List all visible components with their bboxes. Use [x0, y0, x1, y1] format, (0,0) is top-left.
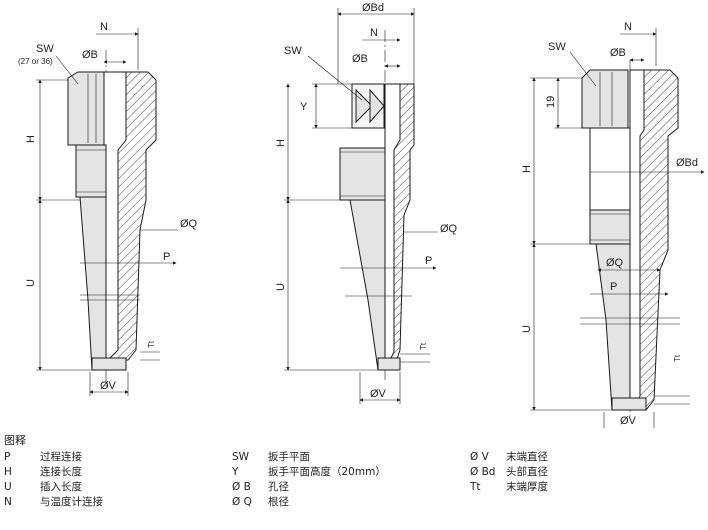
tip-thick-label-2: Tt	[419, 342, 428, 350]
tip-dia-label-3: ØV	[620, 415, 637, 427]
head-dia-label-3: ØBd	[676, 157, 698, 169]
bore-label-2: ØB	[352, 53, 368, 65]
figure-1-thermowell: H U SW (27 or 36) ØB N ØQ P Tt ØV	[18, 21, 198, 396]
legend-item: Tt 末端厚度	[470, 480, 548, 495]
legend-text: 末端直径	[506, 451, 548, 463]
legend-symbol: Ø V	[470, 451, 489, 463]
root-dia-label: ØQ	[180, 218, 198, 230]
legend-item: N 与温度计连接	[4, 495, 103, 510]
flat-height-label: Y	[300, 101, 308, 113]
tip-dia-label: ØV	[100, 380, 117, 392]
legend-symbol: N	[4, 496, 12, 508]
legend-item: Ø Bd 头部直径	[470, 465, 548, 480]
legend-symbol: Ø Bd	[470, 466, 496, 478]
dim-h-label: H	[25, 135, 37, 143]
process-conn-label-3: P	[610, 281, 617, 293]
flat-height-19-label: 19	[545, 96, 557, 108]
legend-symbol: SW	[232, 451, 250, 463]
legend-title: 图释	[4, 434, 26, 447]
legend-column-2: SW 扳手平面 Y 扳手平面高度（20mm） Ø B 孔径 Ø Q 根径	[232, 450, 386, 510]
legend-item: Ø B 孔径	[232, 480, 386, 495]
dim-h-label-2: H	[275, 139, 287, 147]
dim-u-label-2: U	[275, 283, 287, 291]
legend-item: H 连接长度	[4, 465, 103, 480]
n-label-3: N	[624, 21, 632, 33]
process-conn-label: P	[163, 251, 170, 263]
bore-label: ØB	[82, 49, 98, 61]
legend-symbol: Ø Q	[232, 496, 252, 508]
thread-2	[339, 147, 386, 201]
legend-item: Ø V 末端直径	[470, 450, 548, 465]
legend-column-1: P 过程连接 H 连接长度 U 插入长度 N 与温度计连接	[4, 450, 103, 510]
legend-text: 过程连接	[40, 451, 82, 463]
legend-text: 扳手平面高度（20mm）	[268, 466, 386, 478]
tip-2	[377, 357, 401, 371]
hex-head	[67, 71, 105, 146]
process-conn-label-2: P	[425, 255, 432, 267]
sw-label-2: SW	[284, 45, 302, 57]
stem	[79, 196, 107, 371]
legend-item: SW 扳手平面	[232, 450, 386, 465]
root-dia-label-2: ØQ	[440, 223, 458, 235]
legend-text: 与温度计连接	[40, 496, 103, 508]
tip-3	[611, 397, 647, 411]
thermowell-drawing: H U SW (27 or 36) ØB N ØQ P Tt ØV	[18, 2, 705, 428]
thread-3	[589, 209, 631, 245]
figure-3-thermowell: SW ØB N 19 H U ØBd ØQ P Tt	[521, 21, 705, 428]
legend-item: U 插入长度	[4, 480, 103, 495]
stem-2	[349, 199, 386, 371]
legend-symbol: Y	[232, 466, 239, 478]
legend-column-3: Ø V 末端直径 Ø Bd 头部直径 Tt 末端厚度	[470, 450, 548, 495]
legend-symbol: H	[4, 466, 12, 478]
legend-symbol: U	[4, 481, 12, 493]
n-label: N	[100, 21, 108, 33]
sw-note: (27 or 36)	[18, 57, 53, 66]
tip-dia-label-2: ØV	[370, 388, 387, 400]
n-label-2: N	[370, 27, 378, 39]
legend: 图释 P 过程连接 H 连接长度 U 插入长度 N 与温度计连接 SW 扳手平面…	[4, 432, 704, 528]
legend-text: 孔径	[268, 481, 289, 493]
root-dia-label-3: ØQ	[606, 257, 624, 269]
legend-symbol: P	[4, 451, 11, 463]
dim-h-label-3: H	[521, 165, 533, 173]
legend-item: P 过程连接	[4, 450, 103, 465]
sw-label: SW	[36, 43, 54, 55]
legend-text: 头部直径	[506, 466, 548, 478]
legend-symbol: Tt	[470, 481, 481, 493]
hex-head-3	[581, 69, 629, 129]
legend-text: 插入长度	[40, 481, 82, 493]
legend-text: 根径	[268, 496, 289, 508]
legend-text: 连接长度	[40, 466, 82, 478]
tip-thick-label: Tt	[147, 340, 156, 348]
legend-text: 扳手平面	[268, 451, 310, 463]
figure-2-thermowell: ØBd N ØB SW Y H U ØQ P Tt ØV	[275, 2, 458, 404]
legend-item: Y 扳手平面高度（20mm）	[232, 465, 386, 480]
bore-label-3: ØB	[610, 47, 626, 59]
thread	[75, 144, 107, 198]
dim-u-label: U	[25, 279, 37, 287]
dim-u-label-3: U	[521, 325, 533, 333]
tip	[91, 357, 127, 371]
head-dia-label: ØBd	[362, 2, 384, 14]
tip-thick-label-3: Tt	[673, 354, 682, 362]
sw-label-3: SW	[548, 41, 566, 53]
legend-item: Ø Q 根径	[232, 495, 386, 510]
legend-symbol: Ø B	[232, 481, 251, 493]
legend-text: 末端厚度	[506, 481, 548, 493]
